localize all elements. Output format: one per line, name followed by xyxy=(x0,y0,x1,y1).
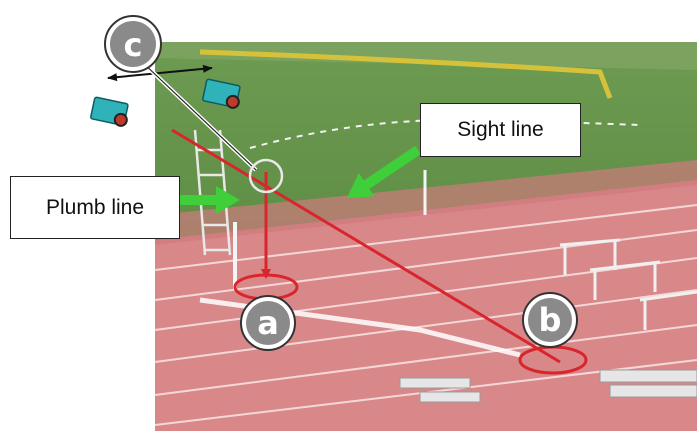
bleachers xyxy=(399,369,697,403)
camera-icon xyxy=(202,78,241,109)
marker-a: a xyxy=(240,295,296,351)
marker-b: b xyxy=(522,292,578,348)
hurdles xyxy=(559,238,697,330)
stands xyxy=(155,42,697,70)
flag-string xyxy=(249,118,641,149)
sight-line-label-text: Sight line xyxy=(457,118,544,141)
marker-c-label: c xyxy=(124,26,143,64)
plumb-line-label: Plumb line xyxy=(10,176,180,239)
camera-ray-outline xyxy=(139,59,257,171)
running-track xyxy=(155,180,697,431)
focus-circle xyxy=(248,158,284,194)
marker-c: c xyxy=(104,15,162,73)
marker-b-label: b xyxy=(539,301,562,339)
plumb-line-label-text: Plumb line xyxy=(45,195,145,219)
camera-icon xyxy=(90,96,129,127)
marker-a-label: a xyxy=(257,304,279,342)
double-arrow xyxy=(107,64,213,82)
sight-line-label: Sight line xyxy=(420,103,581,157)
sight-line xyxy=(171,128,561,364)
green-arrow-plumb xyxy=(178,186,240,214)
yellow-banner xyxy=(199,49,613,99)
green-arrow-sight xyxy=(346,145,421,199)
